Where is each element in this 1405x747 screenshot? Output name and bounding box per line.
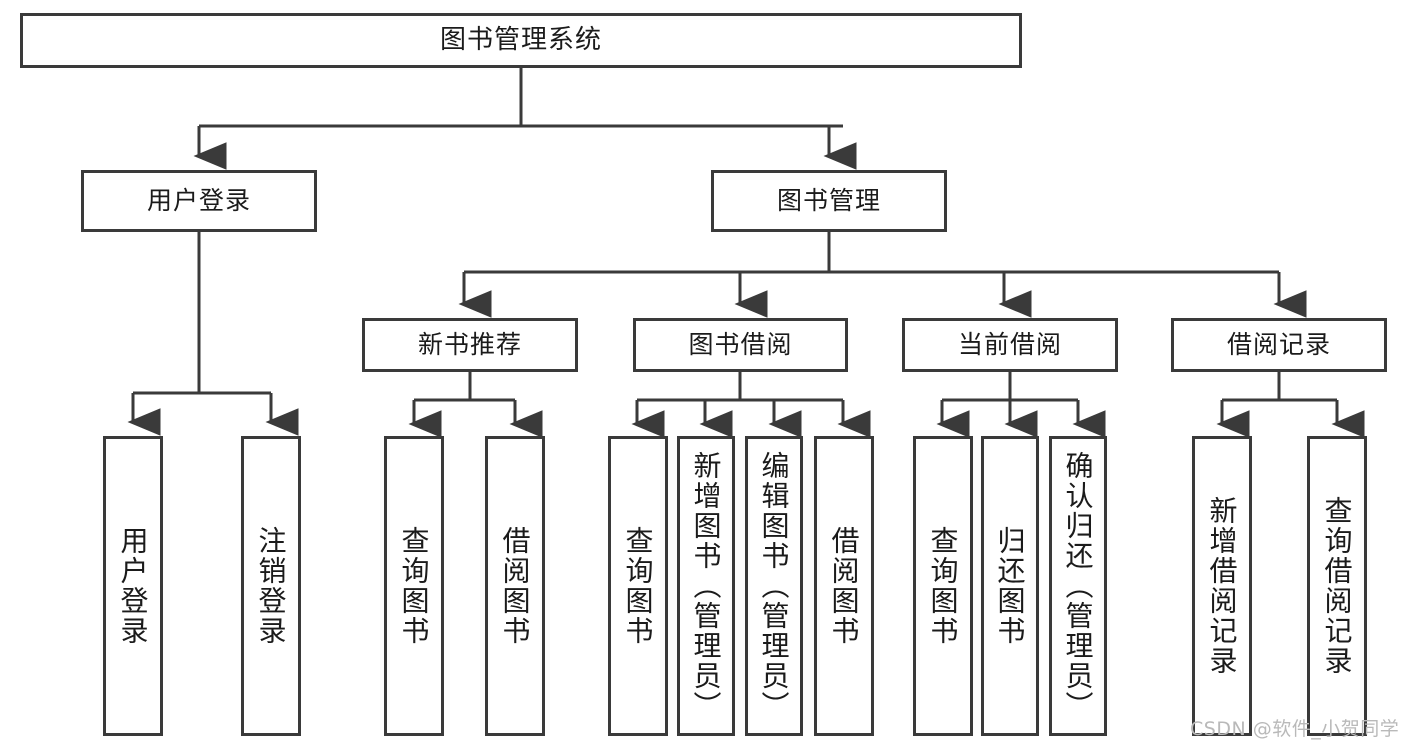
leaf-borrow-book[interactable]: 借阅图书 (814, 436, 874, 736)
node-label: 查询图书 (397, 526, 431, 646)
node-label: 用户登录 (146, 186, 251, 216)
node-label: 用户登录 (116, 526, 150, 646)
leaf-query-book-recommend[interactable]: 查询图书 (384, 436, 444, 736)
node-label: 查询借阅记录 (1320, 496, 1354, 676)
csdn-watermark: CSDN @软件_小贺同学 (1190, 718, 1400, 740)
node-label: 查询图书 (621, 526, 655, 646)
node-label: 新书推荐 (417, 330, 522, 360)
node-label: 归还图书 (993, 526, 1027, 646)
node-book-management[interactable]: 图书管理 (711, 170, 947, 232)
node-new-book-recommend[interactable]: 新书推荐 (362, 318, 578, 372)
leaf-add-book-admin[interactable]: 新增图书（管理员） (677, 436, 735, 736)
node-borrow-record[interactable]: 借阅记录 (1171, 318, 1387, 372)
node-label: 查询图书 (926, 526, 960, 646)
node-label: 借阅图书 (827, 526, 861, 646)
node-label: 当前借阅 (957, 330, 1062, 360)
leaf-query-book-current[interactable]: 查询图书 (913, 436, 973, 736)
node-label: 新增图书（管理员） (689, 451, 723, 721)
leaf-query-book-borrow[interactable]: 查询图书 (608, 436, 668, 736)
node-user-login[interactable]: 用户登录 (81, 170, 317, 232)
node-root-system[interactable]: 图书管理系统 (20, 13, 1022, 68)
leaf-user-login[interactable]: 用户登录 (103, 436, 163, 736)
leaf-query-borrow-record[interactable]: 查询借阅记录 (1307, 436, 1367, 736)
leaf-confirm-return-admin[interactable]: 确认归还（管理员） (1049, 436, 1107, 736)
node-label: 确认归还（管理员） (1061, 451, 1095, 721)
node-label: 图书管理 (776, 186, 881, 216)
leaf-add-borrow-record[interactable]: 新增借阅记录 (1192, 436, 1252, 736)
node-label: 借阅图书 (498, 526, 532, 646)
leaf-edit-book-admin[interactable]: 编辑图书（管理员） (745, 436, 803, 736)
node-label: 图书借阅 (688, 330, 793, 360)
node-label: 注销登录 (254, 526, 288, 646)
node-label: 图书管理系统 (439, 25, 602, 56)
node-label: 新增借阅记录 (1205, 496, 1239, 676)
node-label: 借阅记录 (1226, 330, 1331, 360)
node-label: 编辑图书（管理员） (757, 451, 791, 721)
node-book-borrow[interactable]: 图书借阅 (633, 318, 848, 372)
leaf-borrow-book-recommend[interactable]: 借阅图书 (485, 436, 545, 736)
node-current-borrow[interactable]: 当前借阅 (902, 318, 1118, 372)
leaf-logout[interactable]: 注销登录 (241, 436, 301, 736)
leaf-return-book[interactable]: 归还图书 (981, 436, 1039, 736)
